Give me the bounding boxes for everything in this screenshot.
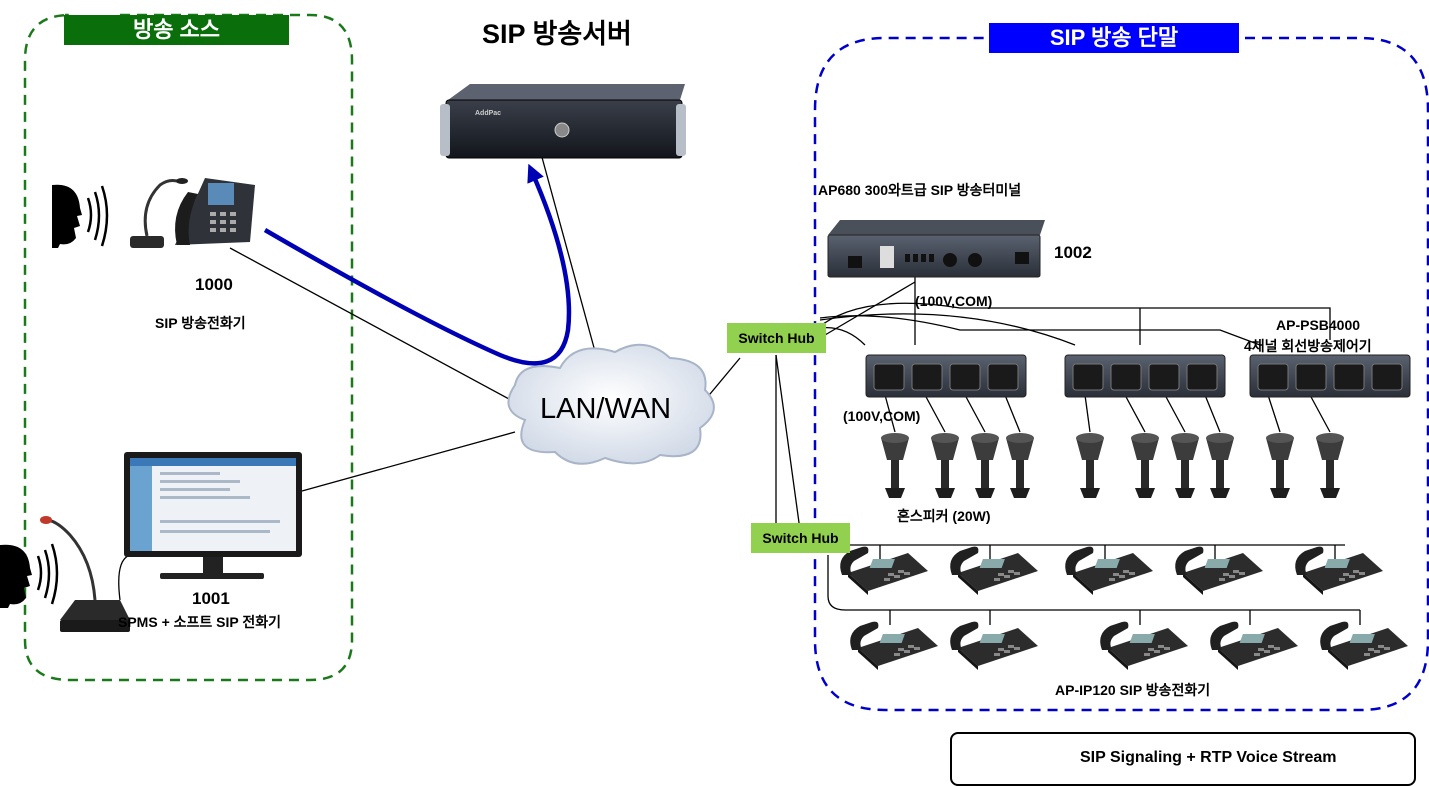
horn-speaker-icon <box>1006 433 1034 498</box>
source-group-label: 방송 소스 <box>64 15 289 45</box>
page-title: SIP 방송서버 <box>482 19 632 49</box>
ip-phone-icon <box>840 546 928 595</box>
source1-id: 1000 <box>195 275 233 294</box>
legend: SIP Signaling + RTP Voice Stream <box>950 732 1416 786</box>
horn-speaker-icon <box>881 433 909 498</box>
sip-signaling-arrow <box>263 163 572 366</box>
sip-phone-1000-icon <box>130 178 255 248</box>
ip-phone-icon <box>1065 546 1153 595</box>
horn-speaker-icon <box>931 433 959 498</box>
ip-phone-icon <box>950 621 1038 670</box>
phones-label: AP-IP120 SIP 방송전화기 <box>1055 682 1211 698</box>
controller-model: AP-PSB4000 <box>1276 317 1361 333</box>
ip-phone-icon <box>1295 546 1383 595</box>
horn-speakers <box>881 433 1344 498</box>
ip-phone-icon <box>850 621 938 670</box>
sip-server-icon: AddPac <box>440 84 686 159</box>
pc-monitor-1001-icon <box>124 452 302 579</box>
ip-phone-icon <box>950 546 1038 595</box>
switch-hub-2: Switch Hub <box>751 523 850 553</box>
horn-speaker-icon <box>1266 433 1294 498</box>
horn-speaker-icon <box>971 433 999 498</box>
horn-speaker-icon <box>1206 433 1234 498</box>
ap680-terminal-icon <box>827 220 1045 278</box>
controller-desc: 4채널 회선방송제어기 <box>1244 338 1372 354</box>
svg-text:AddPac: AddPac <box>475 110 501 117</box>
controller-conn: (100V,COM) <box>843 408 921 424</box>
source1-name: SIP 방송전화기 <box>155 315 246 331</box>
network-label: LAN/WAN <box>540 393 672 425</box>
controller-unit-2-icon <box>1064 354 1226 398</box>
terminal-group-label: SIP 방송 단말 <box>989 23 1239 53</box>
gooseneck-microphone-icon <box>40 516 130 632</box>
speaking-person-icon <box>52 184 109 248</box>
legend-label: SIP Signaling + RTP Voice Stream <box>1080 749 1337 766</box>
lan-wan-cloud-icon <box>507 343 715 465</box>
connection-lines <box>118 149 1360 611</box>
speaking-person-2-icon <box>0 543 59 608</box>
switch-hub-1: Switch Hub <box>727 323 826 353</box>
terminal-name: AP680 300와트급 SIP 방송터미널 <box>818 182 1022 198</box>
ip-phone-icon <box>1100 621 1188 670</box>
ip-phone-icon <box>1320 621 1408 670</box>
controller-unit-1-icon <box>865 354 1027 398</box>
horn-speaker-icon <box>1131 433 1159 498</box>
ip-phone-icon <box>1210 621 1298 670</box>
horn-speaker-icon <box>1076 433 1104 498</box>
controller-unit-3-icon <box>1249 354 1411 398</box>
terminal-group-outline <box>813 36 1429 712</box>
terminal-id: 1002 <box>1054 243 1092 262</box>
ip-phone-icon <box>1175 546 1263 595</box>
source2-name: SPMS + 소프트 SIP 전화기 <box>118 614 282 630</box>
terminal-conn: (100V,COM) <box>915 293 993 309</box>
horn-speaker-icon <box>1316 433 1344 498</box>
source2-id: 1001 <box>192 589 230 608</box>
source-group-outline <box>23 13 354 682</box>
speaker-label: 혼스피커 (20W) <box>897 508 991 524</box>
ip-phones <box>840 546 1408 670</box>
horn-speaker-icon <box>1171 433 1199 498</box>
